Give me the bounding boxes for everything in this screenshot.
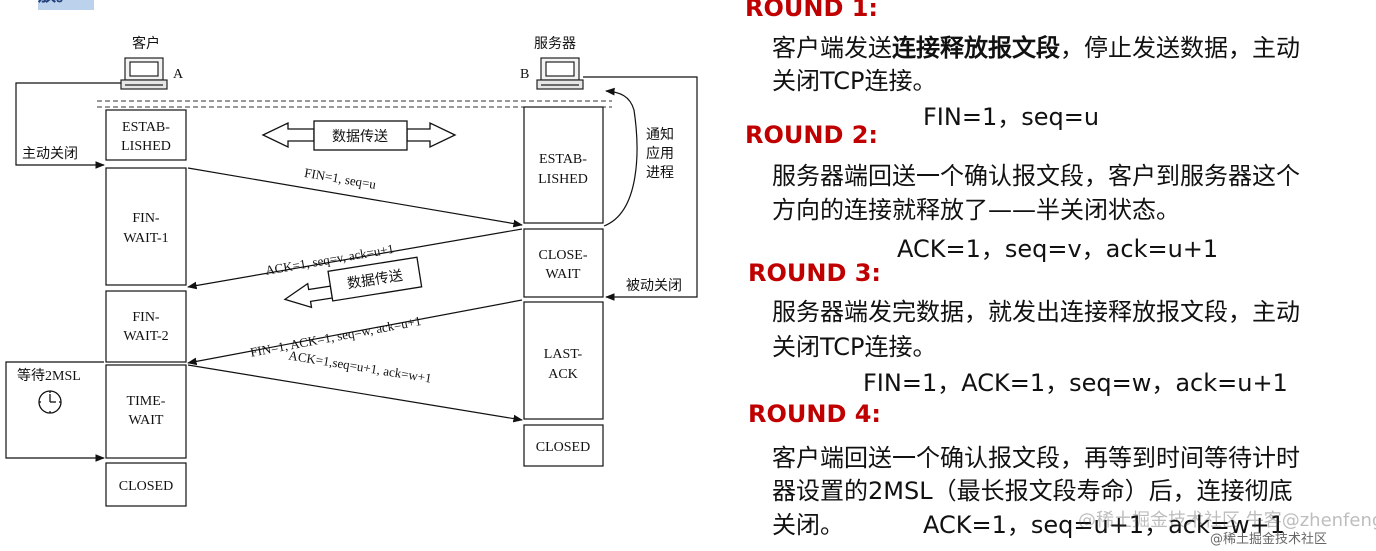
svg-text:LISHED: LISHED: [121, 139, 171, 154]
svg-text:数据传送: 数据传送: [332, 129, 388, 145]
client-state-established: ESTAB- LISHED: [105, 109, 187, 161]
clock-icon: [38, 390, 62, 414]
svg-text:LISHED: LISHED: [538, 172, 588, 187]
server-state-established: ESTAB- LISHED: [523, 106, 604, 224]
server-id: B: [520, 67, 529, 82]
svg-text:TIME-: TIME-: [127, 394, 166, 409]
client-state-closed: CLOSED: [105, 462, 187, 507]
round-2-line-2: 方向的连接就释放了——半关闭状态。: [772, 196, 1180, 224]
passive-close-label: 被动关闭: [626, 278, 682, 294]
watermark: @稀土掘金技术社区 牛客@zhenfeng: [1078, 510, 1376, 531]
round-1-line-2: 关闭TCP连接。: [772, 67, 937, 95]
svg-text:ESTAB-: ESTAB-: [539, 152, 587, 167]
server-computer-icon: [536, 57, 584, 90]
client-state-fin-wait-2: FIN- WAIT-2: [105, 290, 187, 363]
round-1-line-1-bold: 连接释放报文段: [892, 34, 1060, 62]
round-explanations-panel: ROUND 1: 客户端发送连接释放报文段，停止发送数据，主动 关闭TCP连接。…: [740, 0, 1370, 551]
client-state-fin-wait-1: FIN- WAIT-1: [105, 167, 187, 286]
round-4-line-1: 客户端回送一个确认报文段，再等到时间等待计时: [772, 444, 1300, 472]
round-1-formula: FIN=1，seq=u: [923, 103, 1100, 131]
notify-app-line-2: 应用: [646, 145, 674, 162]
round-4-line-2: 器设置的2MSL（最长报文段寿命）后，连接彻底: [772, 477, 1293, 505]
message-arrow-fin-ack: [187, 299, 523, 366]
round-2-line-1: 服务器端回送一个确认报文段，客户到服务器这个: [772, 162, 1300, 190]
svg-text:WAIT-2: WAIT-2: [123, 329, 168, 344]
round-4-formula: ACK=1，seq=u+1，ack=w+1: [923, 511, 1285, 539]
notify-app-line-3: 进程: [646, 165, 674, 181]
round-2-title: ROUND 2:: [745, 121, 879, 149]
active-close-loop: [15, 82, 121, 169]
svg-text:LAST-: LAST-: [544, 347, 583, 362]
svg-text:FIN-: FIN-: [132, 310, 160, 325]
client-id: A: [173, 67, 184, 82]
round-4-title: ROUND 4:: [748, 400, 882, 428]
tcp-four-way-handshake-diagram: 客户 A 服务器 B ESTAB- LISHED FIN- WAIT-1 FIN…: [5, 35, 698, 507]
svg-text:CLOSED: CLOSED: [536, 440, 590, 455]
round-3-line-2: 关闭TCP连接。: [772, 333, 937, 361]
svg-text:WAIT-1: WAIT-1: [123, 231, 168, 246]
svg-text:ACK: ACK: [548, 367, 578, 382]
data-transfer-bidirectional-arrow: 数据传送: [261, 120, 457, 151]
wait-2msl-bracket: [5, 361, 105, 462]
server-state-last-ack: LAST- ACK: [523, 301, 604, 420]
message-label-fin: FIN=1, seq=u: [303, 165, 377, 192]
client-computer-icon: [120, 57, 168, 90]
round-3-title: ROUND 3:: [748, 259, 882, 287]
client-state-time-wait: TIME- WAIT: [105, 364, 187, 459]
corner-heading-fragment: 放。: [38, 0, 94, 10]
message-arrow-ack: [187, 228, 523, 290]
round-1-line-1-pre: 客户端发送: [772, 34, 892, 62]
svg-text:WAIT: WAIT: [129, 413, 164, 428]
message-arrow-fin: [187, 167, 523, 228]
round-3-line-1: 服务器端发完数据，就发出连接释放报文段，主动: [772, 298, 1300, 326]
watermark-sub: @稀土掘金技术社区: [1210, 532, 1328, 547]
round-1-title: ROUND 1:: [745, 0, 879, 22]
round-4-line-3: 关闭。: [772, 511, 844, 539]
data-transfer-left-arrow: 数据传送: [283, 256, 423, 309]
svg-text:WAIT: WAIT: [546, 267, 581, 282]
active-close-label: 主动关闭: [22, 146, 78, 162]
server-state-closed: CLOSED: [523, 424, 604, 467]
notify-app-line-1: 通知: [646, 126, 674, 143]
server-state-close-wait: CLOSE- WAIT: [523, 228, 604, 298]
round-3-formula: FIN=1，ACK=1，seq=w，ack=u+1: [863, 369, 1288, 397]
svg-text:CLOSED: CLOSED: [119, 479, 173, 494]
passive-close-loop: [583, 76, 698, 301]
server-label: 服务器: [534, 36, 576, 52]
svg-text:FIN-: FIN-: [132, 211, 160, 226]
round-1-line-1-post: ，停止发送数据，主动: [1060, 34, 1300, 62]
message-label-final-ack: ACK=1,seq=u+1, ack=w+1: [288, 348, 433, 386]
message-label-fin-ack: FIN=1, ACK=1, seq=w, ack=u+1: [249, 313, 423, 360]
svg-text:CLOSE-: CLOSE-: [539, 248, 588, 263]
round-1-line-1: 客户端发送连接释放报文段，停止发送数据，主动: [772, 28, 1300, 63]
svg-text:ESTAB-: ESTAB-: [122, 120, 170, 135]
message-arrow-final-ack: [187, 364, 523, 423]
notify-application-arrow: [603, 87, 638, 227]
round-2-formula: ACK=1，seq=v，ack=u+1: [897, 235, 1219, 263]
client-label: 客户: [132, 35, 160, 52]
wait-2msl-label: 等待2MSL: [17, 367, 81, 384]
